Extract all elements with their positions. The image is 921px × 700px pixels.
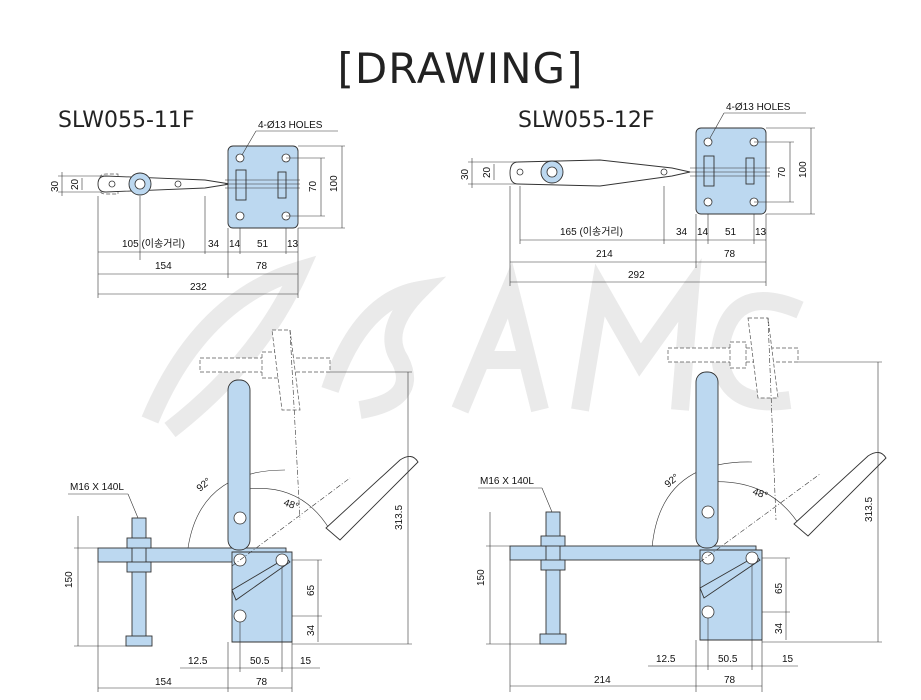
- dim-78-top-left: 78: [256, 261, 268, 272]
- dim-65-right: 65: [774, 582, 785, 594]
- dim-65-left: 65: [306, 584, 317, 596]
- angle-48-left: 48°: [282, 497, 300, 513]
- left-top-view: 4-Ø13 HOLES 100 70 30 20 105 (이송거리) 34 1…: [50, 120, 345, 298]
- dim-150-right: 150: [476, 569, 487, 586]
- dim-12-5-left: 12.5: [188, 656, 208, 667]
- watermark-logo: [141, 255, 804, 438]
- dim-313-right: 313.5: [864, 497, 875, 522]
- dim-stroke-right: 165 (이송거리): [560, 226, 623, 238]
- right-top-view: 4-Ø13 HOLES 100 70 30 20 165 (이송거리) 34 1…: [460, 102, 815, 286]
- dim-313-left: 313.5: [394, 505, 405, 530]
- dim-stroke-left: 105 (이송거리): [122, 238, 185, 250]
- dim-70-right: 70: [777, 166, 788, 178]
- dim-34-top-left: 34: [208, 239, 220, 250]
- dim-20-left: 20: [70, 178, 81, 190]
- dim-15-left: 15: [300, 656, 312, 667]
- dim-292-right: 292: [628, 270, 645, 281]
- dim-150-left: 150: [64, 571, 75, 588]
- dim-78-side-left: 78: [256, 677, 268, 688]
- dim-14-right: 14: [697, 227, 709, 238]
- angle-92-right: 92°: [663, 472, 682, 490]
- dim-50-5-right: 50.5: [718, 654, 738, 665]
- dim-30-left: 30: [50, 180, 61, 192]
- dim-50-5-left: 50.5: [250, 656, 270, 667]
- dim-78-top-right: 78: [724, 249, 736, 260]
- dim-51-left: 51: [257, 239, 269, 250]
- dim-154-top-left: 154: [155, 261, 172, 272]
- bolt-label-left: M16 X 140L: [70, 482, 124, 493]
- dim-214-top-right: 214: [596, 249, 613, 260]
- left-side-view: 92° 48° M16 X 140L 150 313.5 6: [64, 329, 419, 692]
- dim-34-side-right: 34: [774, 622, 785, 634]
- bolt-label-right: M16 X 140L: [480, 476, 534, 487]
- page-title: [DRAWING]: [337, 44, 584, 93]
- dim-100-left: 100: [329, 175, 340, 192]
- dim-232-left: 232: [190, 282, 207, 293]
- dim-78-side-right: 78: [724, 675, 736, 686]
- dim-154-side-left: 154: [155, 677, 172, 688]
- angle-48-right: 48°: [751, 486, 769, 502]
- dim-70-left: 70: [308, 180, 319, 192]
- angle-92-left: 92°: [195, 476, 214, 494]
- dim-15-right: 15: [782, 654, 794, 665]
- dim-20-right: 20: [482, 166, 493, 178]
- dim-100-right: 100: [798, 161, 809, 178]
- holes-label-right: 4-Ø13 HOLES: [726, 102, 791, 113]
- dim-34-top-right: 34: [676, 227, 688, 238]
- dim-14-left: 14: [229, 239, 241, 250]
- right-side-view: 92° 48° M16 X 140L 150 313.5 65 34: [476, 317, 887, 692]
- dim-30-right: 30: [460, 168, 471, 180]
- dim-13-right: 13: [755, 227, 767, 238]
- dim-214-side-right: 214: [594, 675, 611, 686]
- model-label-right: SLW055-12F: [518, 108, 655, 133]
- dim-13-left: 13: [287, 239, 299, 250]
- dim-12-5-right: 12.5: [656, 654, 676, 665]
- model-label-left: SLW055-11F: [58, 108, 195, 133]
- dim-34-side-left: 34: [306, 624, 317, 636]
- dim-51-right: 51: [725, 227, 737, 238]
- holes-label-left: 4-Ø13 HOLES: [258, 120, 323, 131]
